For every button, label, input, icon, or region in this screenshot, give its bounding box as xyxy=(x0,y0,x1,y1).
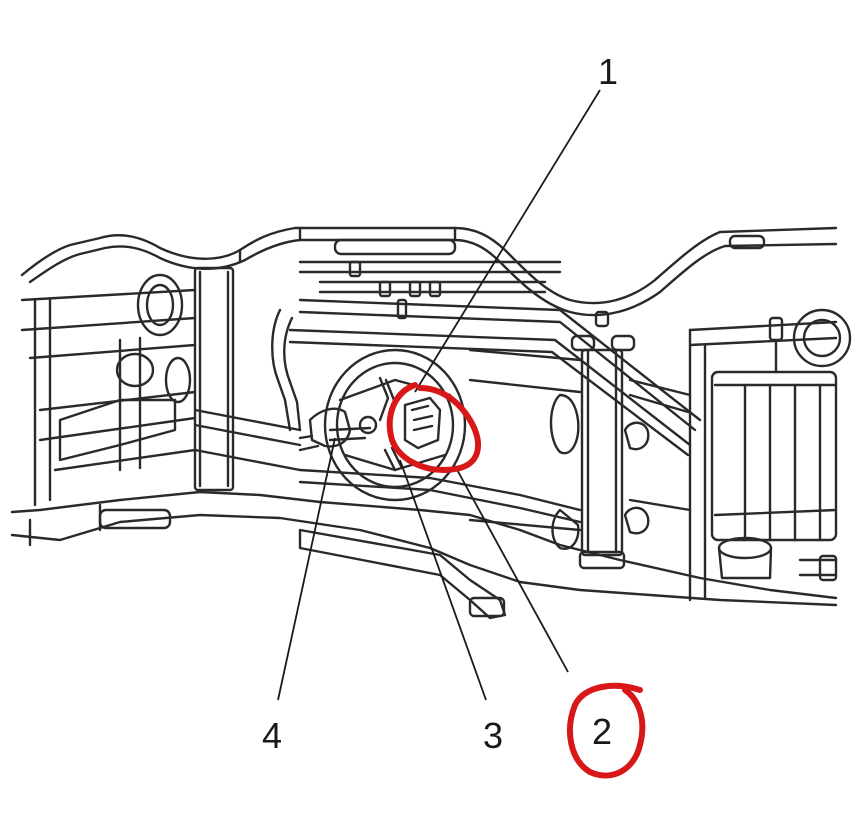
red-circle-around-callout-2 xyxy=(567,682,646,779)
callout-label-3: 3 xyxy=(483,715,504,756)
fuel-pump-module-ring xyxy=(323,348,467,502)
fuel-pump-electrical-connector xyxy=(403,396,442,450)
left-vertical-crossmember xyxy=(193,266,235,492)
frame-bottom-outline xyxy=(10,490,838,600)
callout-label-2: 2 xyxy=(592,711,613,752)
fuel-feed-line-fitting xyxy=(308,407,352,448)
right-vertical-crossmember xyxy=(580,348,624,557)
callout-label-1: 1 xyxy=(598,51,619,92)
evap-canister xyxy=(710,370,838,542)
leader-line-2 xyxy=(454,465,569,673)
leader-line-3 xyxy=(399,459,487,701)
fuel-lines-diagonal xyxy=(288,298,702,457)
fuel-pump-lock-ring-tab xyxy=(358,415,378,435)
leader-line-1 xyxy=(414,89,601,393)
red-circle-around-connector xyxy=(386,382,482,473)
leader-line-4 xyxy=(277,437,336,701)
frame-top-inner-outline xyxy=(28,238,838,317)
callout-label-4: 4 xyxy=(262,715,283,756)
left-frame-rail-upper xyxy=(20,288,197,360)
